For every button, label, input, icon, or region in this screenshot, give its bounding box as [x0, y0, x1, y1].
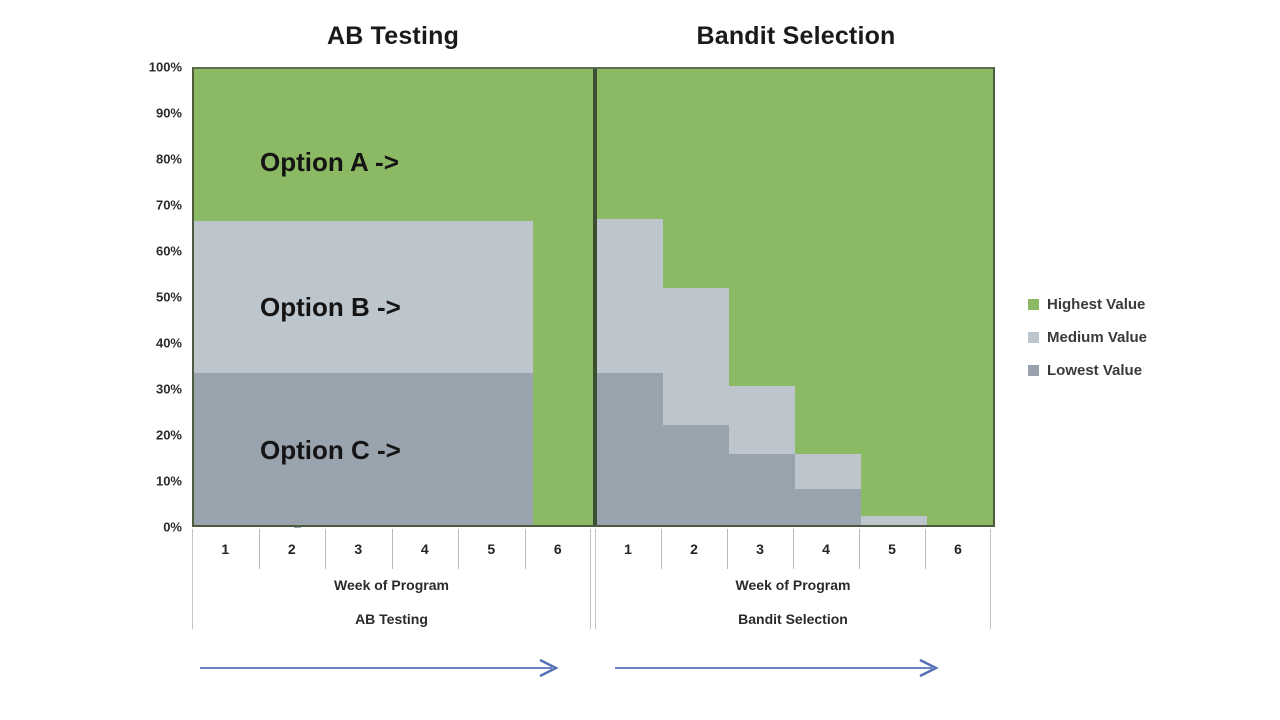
- bandit-selection-panel: [597, 69, 993, 525]
- legend-item[interactable]: Medium Value: [1028, 328, 1228, 346]
- option-a-label: Option A ->: [260, 147, 399, 177]
- area-lowest-value: [729, 454, 795, 525]
- x-axis-outer-tick: [595, 529, 596, 629]
- y-axis-tick-label: 0%: [163, 519, 182, 535]
- legend-swatch-icon: [1028, 331, 1039, 343]
- x-axis-tick-label: 1: [221, 541, 230, 557]
- legend-item-label: Lowest Value: [1047, 361, 1143, 379]
- x-axis-tick-separator: [661, 529, 662, 569]
- x-axis-tick-label: 5: [487, 541, 496, 557]
- x-axis-subtitle-left: AB Testing: [355, 611, 428, 627]
- progress-arrow-left: [200, 655, 565, 681]
- option-b-label: Option B ->: [260, 292, 401, 322]
- x-axis-tick-label: 2: [690, 541, 698, 557]
- x-axis-tick-label: 1: [624, 541, 632, 557]
- area-lowest-value: [663, 424, 729, 525]
- y-axis-tick-label: 40%: [155, 335, 182, 351]
- area-lowest-value: [194, 373, 533, 525]
- legend-swatch-icon: [1028, 364, 1039, 376]
- x-axis-group-ab-testing: 1 2 3 4 5 6 Week of Program AB Testing: [192, 529, 591, 635]
- x-axis-group-bandit-selection: 1 2 3 4 5 6 Week of Program Bandit Selection: [595, 529, 991, 635]
- x-axis: 1 2 3 4 5 6 Week of Program AB Testing 1 2 3 4 5 6…: [192, 529, 995, 635]
- x-axis-tick-separator: [925, 529, 926, 569]
- x-axis-tick-label: 3: [756, 541, 764, 557]
- area-lowest-value: [795, 488, 861, 525]
- x-axis-outer-tick: [192, 529, 193, 629]
- legend-item-label: Highest Value: [1047, 295, 1146, 313]
- ab-testing-panel: [194, 69, 593, 525]
- x-axis-tick-separator: [859, 529, 860, 569]
- y-axis-tick-label: 90%: [155, 105, 182, 121]
- x-axis-tick-separator: [727, 529, 728, 569]
- x-axis-tick-label: 6: [553, 541, 562, 557]
- legend-item-label: Medium Value: [1047, 328, 1148, 346]
- plot-area: Option A -> Option B -> Option C ->: [192, 67, 995, 527]
- legend-swatch-icon: [1028, 298, 1039, 310]
- x-axis-tick-label: 4: [822, 541, 830, 557]
- y-axis-tick-label: 70%: [155, 197, 182, 213]
- x-axis-tick-separator: [458, 529, 459, 569]
- panel-divider: [593, 69, 597, 525]
- y-axis-tick-mark: [294, 527, 301, 528]
- x-axis-tick-label: 5: [888, 541, 896, 557]
- x-tick-row: 1 2 3 4 5 6: [595, 529, 991, 569]
- x-axis-tick-label: 6: [954, 541, 962, 557]
- area-medium-value: [194, 220, 533, 374]
- x-axis-outer-tick: [590, 529, 591, 629]
- right-panel-title: Bandit Selection: [696, 22, 896, 50]
- y-axis-tick-label: 100%: [148, 59, 182, 75]
- area-lowest-value: [597, 373, 663, 525]
- y-axis-tick-label: 10%: [155, 473, 182, 489]
- option-c-label: Option C ->: [260, 435, 401, 465]
- x-axis-tick-separator: [258, 529, 260, 569]
- x-axis-tick-label: 3: [354, 541, 363, 557]
- x-axis-title-left: Week of Program: [334, 577, 449, 593]
- y-axis-tick-label: 30%: [155, 381, 182, 397]
- x-axis-subtitle-right: Bandit Selection: [738, 611, 848, 627]
- x-axis-tick-label: 4: [420, 541, 429, 557]
- area-medium-value: [663, 287, 729, 425]
- x-axis-tick-separator: [524, 529, 526, 569]
- x-tick-row: 1 2 3 4 5 6: [192, 529, 591, 569]
- area-medium-value: [795, 454, 861, 489]
- right-arrow-icon: [615, 658, 939, 678]
- x-axis-outer-tick: [990, 529, 991, 629]
- y-axis-tick-label: 60%: [155, 243, 182, 259]
- y-axis-tick-label: 50%: [155, 289, 182, 305]
- legend-item[interactable]: Highest Value: [1028, 295, 1228, 313]
- x-axis-tick-label: 2: [287, 541, 296, 557]
- y-axis-tick-label: 80%: [155, 151, 182, 167]
- left-panel-title: AB Testing: [326, 22, 460, 50]
- progress-arrow-right: [615, 655, 945, 681]
- area-medium-value: [861, 515, 927, 525]
- y-axis: 100% 90% 80% 70% 60% 50% 40% 30% 20% 10% 0%: [110, 58, 301, 536]
- right-arrow-icon: [200, 658, 559, 678]
- x-axis-tick-separator: [325, 529, 326, 569]
- area-medium-value: [729, 385, 795, 455]
- y-axis-tick-label: 20%: [155, 427, 182, 443]
- area-medium-value: [597, 219, 663, 374]
- legend-item[interactable]: Lowest Value: [1028, 361, 1228, 379]
- x-axis-tick-separator: [391, 529, 393, 569]
- x-axis-tick-separator: [793, 529, 794, 569]
- x-axis-title-right: Week of Program: [735, 577, 851, 593]
